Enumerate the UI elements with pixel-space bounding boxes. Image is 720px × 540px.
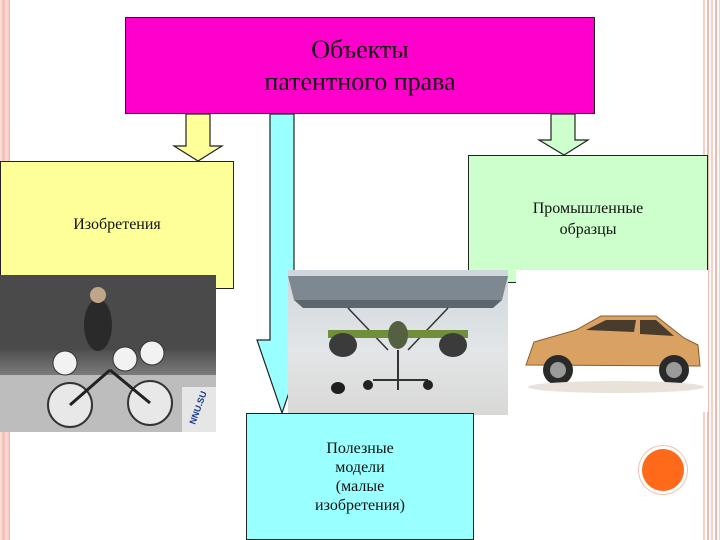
industrial-designs-box: Промышленные образцы (468, 155, 708, 283)
inventions-box: Изобретения (0, 161, 234, 289)
bicycle-photo-drawing: NNU.SU (0, 275, 216, 432)
title-line-1: Объекты (311, 34, 409, 64)
arrow-to-inventions (171, 113, 225, 162)
title-box: Объекты патентного права (125, 17, 595, 114)
utility-models-box: Полезные модели (малые изобретения) (246, 413, 474, 540)
utility-models-line-4: изобретения) (315, 496, 405, 514)
aircraft-photo-drawing (288, 276, 508, 394)
title-line-2: патентного права (264, 66, 456, 96)
bicycle-photo: NNU.SU (0, 275, 216, 432)
utility-models-line-3: (малые (335, 477, 385, 495)
arrow-to-industrial-designs (536, 113, 591, 156)
accent-circle (642, 449, 684, 491)
car-photo-drawing (525, 315, 704, 393)
aircraft-photo (288, 270, 508, 415)
utility-models-line-1: Полезные (326, 439, 394, 457)
car-photo (516, 270, 708, 412)
inventions-label: Изобретения (73, 216, 161, 233)
utility-models-line-2: модели (335, 458, 385, 476)
industrial-designs-line-2: образцы (559, 221, 617, 238)
industrial-designs-line-1: Промышленные (532, 200, 644, 217)
